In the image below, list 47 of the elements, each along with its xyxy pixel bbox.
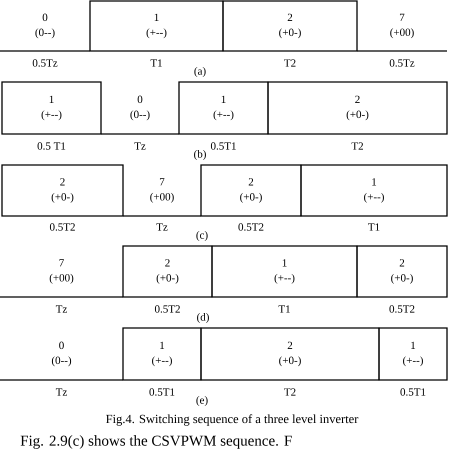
duration-label: 0.5T1	[400, 388, 426, 396]
duration-label: T1	[150, 59, 162, 67]
state-box: 2 (+0-)	[122, 245, 213, 298]
panel-label: (e)	[196, 396, 208, 406]
state-segment: 7 (+00)	[123, 178, 201, 217]
state-segment: 0 (0--)	[0, 14, 90, 52]
caption: Fig.4. Switching sequence of a three level inverter	[106, 414, 358, 426]
duration-label: 0.5Tz	[390, 59, 414, 67]
state-box: 1 (+--)	[89, 0, 224, 52]
duration-label: 0.5T1	[210, 142, 236, 150]
panel-label: (b)	[194, 150, 206, 160]
state-box: 2 (+0-)	[267, 81, 448, 135]
state-box: 2 (+0-)	[200, 327, 380, 381]
state-box: 2 (+0-)	[200, 164, 302, 217]
duration-label: 0.5T2	[389, 305, 414, 313]
state-segment: 0 (0--)	[101, 96, 179, 135]
duration-label: 0.5Tz	[32, 59, 58, 67]
state-box: 2 (+0-)	[222, 0, 358, 52]
panel-label: (c)	[196, 231, 208, 241]
state-segment: 7 (+00)	[357, 14, 447, 52]
duration-label: Tz	[134, 142, 146, 150]
panel-label: (d)	[197, 313, 209, 323]
state-box: 1 (+--)	[1, 81, 102, 135]
duration-label: 0.5T1	[149, 388, 174, 396]
duration-label: T2	[284, 388, 296, 396]
duration-label: Tz	[56, 388, 67, 396]
state-box: 1 (+--)	[122, 327, 202, 381]
duration-label: 0.5T2	[154, 305, 180, 313]
panel-label: (a)	[194, 67, 206, 77]
duration-label: Tz	[56, 305, 67, 313]
duration-label: Tz	[156, 223, 168, 231]
state-box: 2 (+0-)	[1, 164, 124, 217]
state-segment: 0 (0--)	[0, 342, 123, 381]
duration-label: 0.5 T1	[38, 142, 66, 150]
duration-label: 0.5T2	[50, 223, 75, 231]
duration-label: T2	[284, 59, 296, 67]
state-box: 1 (+--)	[211, 245, 358, 298]
state-box: 2 (+0-)	[356, 245, 448, 298]
state-box: 1 (+--)	[178, 81, 269, 135]
duration-label: T1	[278, 305, 290, 313]
duration-label: 0.5T2	[238, 223, 264, 231]
state-box: 1 (+--)	[300, 164, 448, 217]
state-segment: 7 (+00)	[0, 259, 123, 298]
duration-label: T1	[368, 223, 380, 231]
body-text: Fig. 2.9(c) shows the CSVPWM sequence. F	[20, 435, 292, 449]
state-box: 1 (+--)	[378, 327, 448, 381]
duration-label: T2	[352, 142, 363, 150]
